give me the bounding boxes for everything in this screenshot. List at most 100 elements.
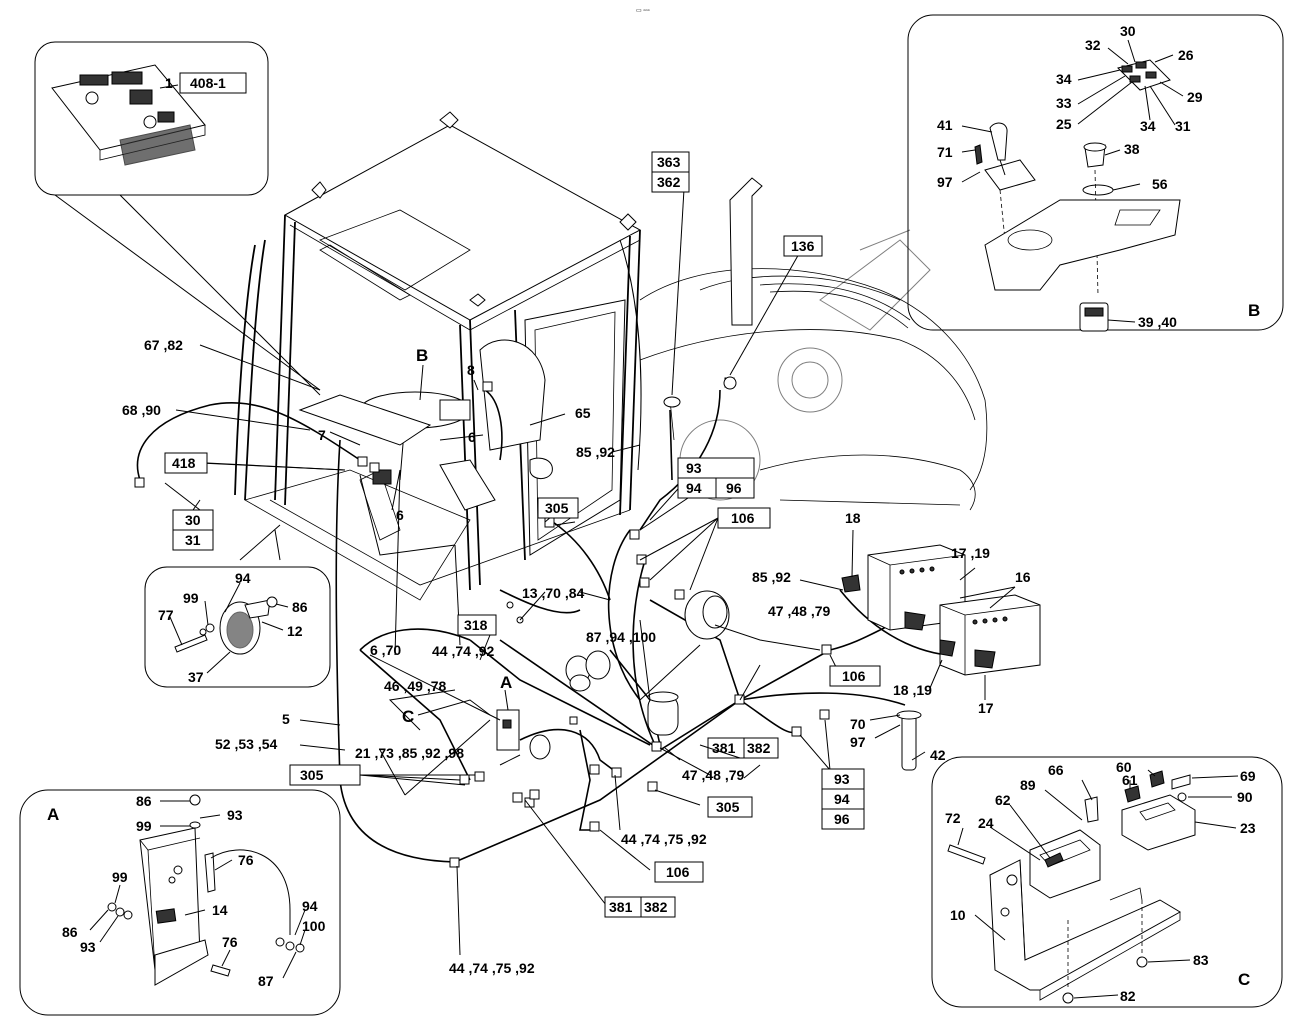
a-label-86: 86 — [136, 793, 152, 809]
label-17: 17 — [978, 700, 994, 716]
horn-label-37: 37 — [188, 669, 204, 685]
b-label-71: 71 — [937, 144, 953, 160]
label-b-marker: B — [416, 346, 428, 365]
label-a-marker: A — [500, 673, 512, 692]
label-87-94-100: 87 ,94 ,100 — [586, 629, 656, 645]
b-label-34: 34 — [1056, 71, 1072, 87]
label-70: 70 — [850, 716, 866, 732]
inset-b: 30 32 26 34 33 29 25 34 31 41 38 71 97 5… — [907, 14, 1284, 332]
c-label-89: 89 — [1020, 777, 1036, 793]
b-label-38: 38 — [1124, 141, 1140, 157]
label-44-74-92: 44 ,74 ,92 — [432, 643, 494, 659]
label-18-19: 18 ,19 — [893, 682, 932, 698]
c-label-10: 10 — [950, 907, 966, 923]
inset-a: 86 93 99 76 99 14 86 93 94 100 76 87 A — [19, 789, 341, 1016]
b-letter: B — [1248, 301, 1260, 320]
a-label-86b: 86 — [62, 924, 78, 940]
inset-panel-408: 1 408-1 — [34, 41, 269, 196]
boxed-references: 363 362 136 418 30 31 93 94 96 305 106 3… — [164, 151, 881, 918]
label-97: 97 — [850, 734, 866, 750]
b-label-25: 25 — [1056, 116, 1072, 132]
a-label-14: 14 — [212, 902, 228, 918]
label-6-b: 6 — [468, 429, 476, 445]
a-label-76b: 76 — [222, 934, 238, 950]
box-30: 30 — [185, 512, 201, 528]
label-44-74-75-92-b: 44 ,74 ,75 ,92 — [449, 960, 535, 976]
b-label-39-40: 39 ,40 — [1138, 314, 1177, 330]
label-18: 18 — [845, 510, 861, 526]
box-408-1: 408-1 — [190, 75, 226, 91]
box-93-b: 93 — [834, 771, 850, 787]
b-label-34b: 34 — [1140, 118, 1156, 134]
tractor-hood — [639, 177, 988, 511]
label-68-90: 68 ,90 — [122, 402, 161, 418]
c-label-69: 69 — [1240, 768, 1256, 784]
a-label-99: 99 — [136, 818, 152, 834]
horn-label-86: 86 — [292, 599, 308, 615]
harness-wires — [134, 376, 976, 868]
c-label-60: 60 — [1116, 759, 1132, 775]
label-21-73-85-92-98: 21 ,73 ,85 ,92 ,98 — [355, 745, 464, 761]
box-382-a: 382 — [747, 740, 771, 756]
a-label-99b: 99 — [112, 869, 128, 885]
box-305-c: 305 — [716, 799, 740, 815]
label-85-92: 85 ,92 — [576, 444, 615, 460]
a-label-93: 93 — [227, 807, 243, 823]
label-5: 5 — [282, 711, 290, 727]
b-label-30: 30 — [1120, 23, 1136, 39]
inset-horn: 94 99 86 77 12 37 — [144, 566, 331, 688]
label-85-92-b: 85 ,92 — [752, 569, 791, 585]
box-305-b: 305 — [300, 767, 324, 783]
box-94: 94 — [686, 480, 702, 496]
label-1: 1 — [165, 75, 173, 91]
cab-frame — [234, 111, 642, 601]
label-6-70: 6 ,70 — [370, 642, 401, 658]
box-363: 363 — [657, 154, 681, 170]
a-letter: A — [47, 805, 59, 824]
box-362: 362 — [657, 174, 681, 190]
box-318: 318 — [464, 617, 488, 633]
label-47-48-79-b: 47 ,48 ,79 — [682, 767, 744, 783]
b-label-33: 33 — [1056, 95, 1072, 111]
main-callouts: 67 ,82 68 ,90 7 6 6 8 65 6 85 ,92 B 13 ,… — [122, 337, 1031, 976]
box-106-b: 106 — [842, 668, 866, 684]
box-136: 136 — [791, 238, 815, 254]
a-label-100: 100 — [302, 918, 326, 934]
b-label-56: 56 — [1152, 176, 1168, 192]
c-label-24: 24 — [978, 815, 994, 831]
horn-label-12: 12 — [287, 623, 303, 639]
b-label-29: 29 — [1187, 89, 1203, 105]
box-106-c: 106 — [666, 864, 690, 880]
box-94-b: 94 — [834, 791, 850, 807]
header-mark: ▭ ▫▫▫ — [636, 8, 650, 14]
label-42: 42 — [930, 747, 946, 763]
b-label-41: 41 — [937, 117, 953, 133]
label-8: 8 — [467, 362, 475, 378]
a-label-76: 76 — [238, 852, 254, 868]
inset-c: 66 60 69 61 90 89 72 62 24 23 10 83 82 C — [931, 756, 1283, 1008]
c-label-61: 61 — [1122, 772, 1138, 788]
b-label-32: 32 — [1085, 37, 1101, 53]
label-67-82: 67 ,82 — [144, 337, 183, 353]
a-label-87: 87 — [258, 973, 274, 989]
box-382-b: 382 — [644, 899, 668, 915]
c-label-62: 62 — [995, 792, 1011, 808]
b-label-97: 97 — [937, 174, 953, 190]
box-leaders — [192, 462, 761, 779]
label-65: 65 — [575, 405, 591, 421]
horn-label-77: 77 — [158, 607, 174, 623]
c-label-83: 83 — [1193, 952, 1209, 968]
c-label-66: 66 — [1048, 762, 1064, 778]
label-44-74-75-92-a: 44 ,74 ,75 ,92 — [621, 831, 707, 847]
label-13-70-84: 13 ,70 ,84 — [522, 585, 584, 601]
box-93: 93 — [686, 460, 702, 476]
box-96-b: 96 — [834, 811, 850, 827]
box-106-a: 106 — [731, 510, 755, 526]
label-46-49-78: 46 ,49 ,78 — [384, 678, 446, 694]
horn-label-99: 99 — [183, 590, 199, 606]
label-52-53-54: 52 ,53 ,54 — [215, 736, 277, 752]
c-label-90: 90 — [1237, 789, 1253, 805]
label-6-a: 6 — [396, 507, 404, 523]
control-units — [841, 544, 1041, 676]
